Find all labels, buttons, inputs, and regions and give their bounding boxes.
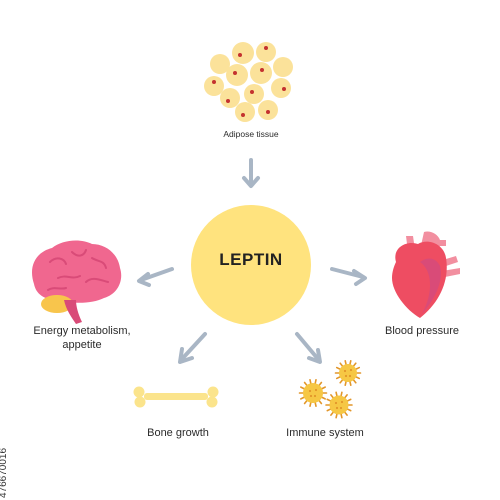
- brain-icon: [32, 240, 122, 324]
- arrows: [137, 158, 367, 364]
- immune-system-label: Immune system: [286, 427, 364, 439]
- arrow-to-blood-pressure: [330, 267, 367, 286]
- stock-id-text: 476670016: [0, 447, 9, 498]
- blood-pressure-label: Blood pressure: [385, 325, 459, 337]
- immune-cell: [298, 379, 328, 407]
- immune-cell: [325, 391, 353, 419]
- immune-cell: [334, 360, 362, 386]
- adipose-tissue-label: Adipose tissue: [223, 129, 279, 139]
- arrow-to-bone-growth: [178, 332, 207, 364]
- immune-cells-icon: [298, 360, 362, 419]
- bone-growth-label: Bone growth: [147, 427, 209, 439]
- arrow-adipose-to-leptin: [242, 158, 260, 188]
- arrow-to-energy: [137, 267, 174, 287]
- arrow-to-immune-system: [295, 332, 322, 364]
- leptin-label: LEPTIN: [219, 250, 283, 269]
- bone-icon: [133, 386, 219, 408]
- energy-metabolism-line2: appetite: [62, 338, 102, 351]
- energy-metabolism-line1: Energy metabolism,: [33, 325, 131, 337]
- leptin-circle: [191, 205, 311, 325]
- adipose-tissue-icon: [204, 42, 293, 122]
- heart-icon: [392, 231, 460, 318]
- energy-metabolism-label: Energy metabolism, appetite: [12, 325, 152, 353]
